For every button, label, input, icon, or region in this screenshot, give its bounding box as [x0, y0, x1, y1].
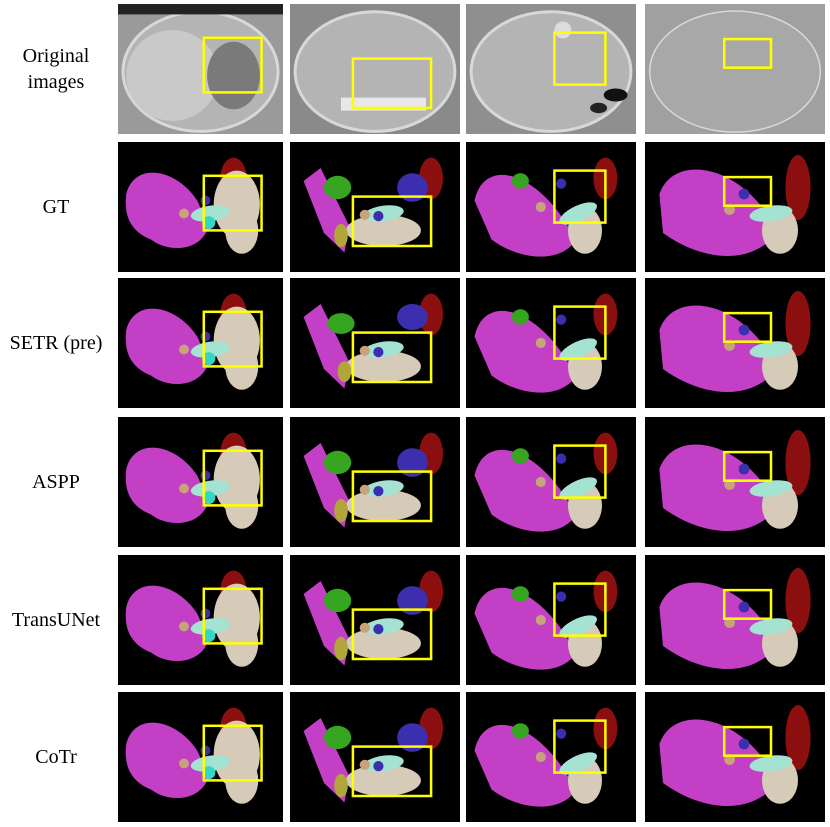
gt-image-case-2	[290, 142, 460, 272]
cotr-image-case-2	[290, 692, 460, 822]
transunet-image-case-1	[118, 555, 283, 685]
gt-image-case-1	[118, 142, 283, 272]
ct-image-case-2	[290, 4, 460, 134]
row-label: CoTr	[35, 746, 77, 768]
gt-image-case-4	[645, 142, 825, 272]
aspp-image-case-3	[466, 417, 636, 547]
transunet-image-case-2	[290, 555, 460, 685]
transunet-image-case-4	[645, 555, 825, 685]
gt-image-case-3	[466, 142, 636, 272]
cotr-image-case-4	[645, 692, 825, 822]
row-label: GT	[42, 196, 70, 218]
ct-image-case-1	[118, 4, 283, 134]
row-label: Original images	[22, 45, 90, 93]
transunet-image-case-3	[466, 555, 636, 685]
setr-image-case-4	[645, 278, 825, 408]
row-label: TransUNet	[11, 609, 101, 631]
cotr-image-case-1	[118, 692, 283, 822]
ct-image-case-3	[466, 4, 636, 134]
setr-image-case-1	[118, 278, 283, 408]
row-label: ASPP	[32, 471, 80, 493]
setr-image-case-2	[290, 278, 460, 408]
row-label: SETR (pre)	[9, 332, 103, 354]
cotr-image-case-3	[466, 692, 636, 822]
ct-image-case-4	[645, 4, 825, 134]
aspp-image-case-2	[290, 417, 460, 547]
setr-image-case-3	[466, 278, 636, 408]
aspp-image-case-4	[645, 417, 825, 547]
aspp-image-case-1	[118, 417, 283, 547]
